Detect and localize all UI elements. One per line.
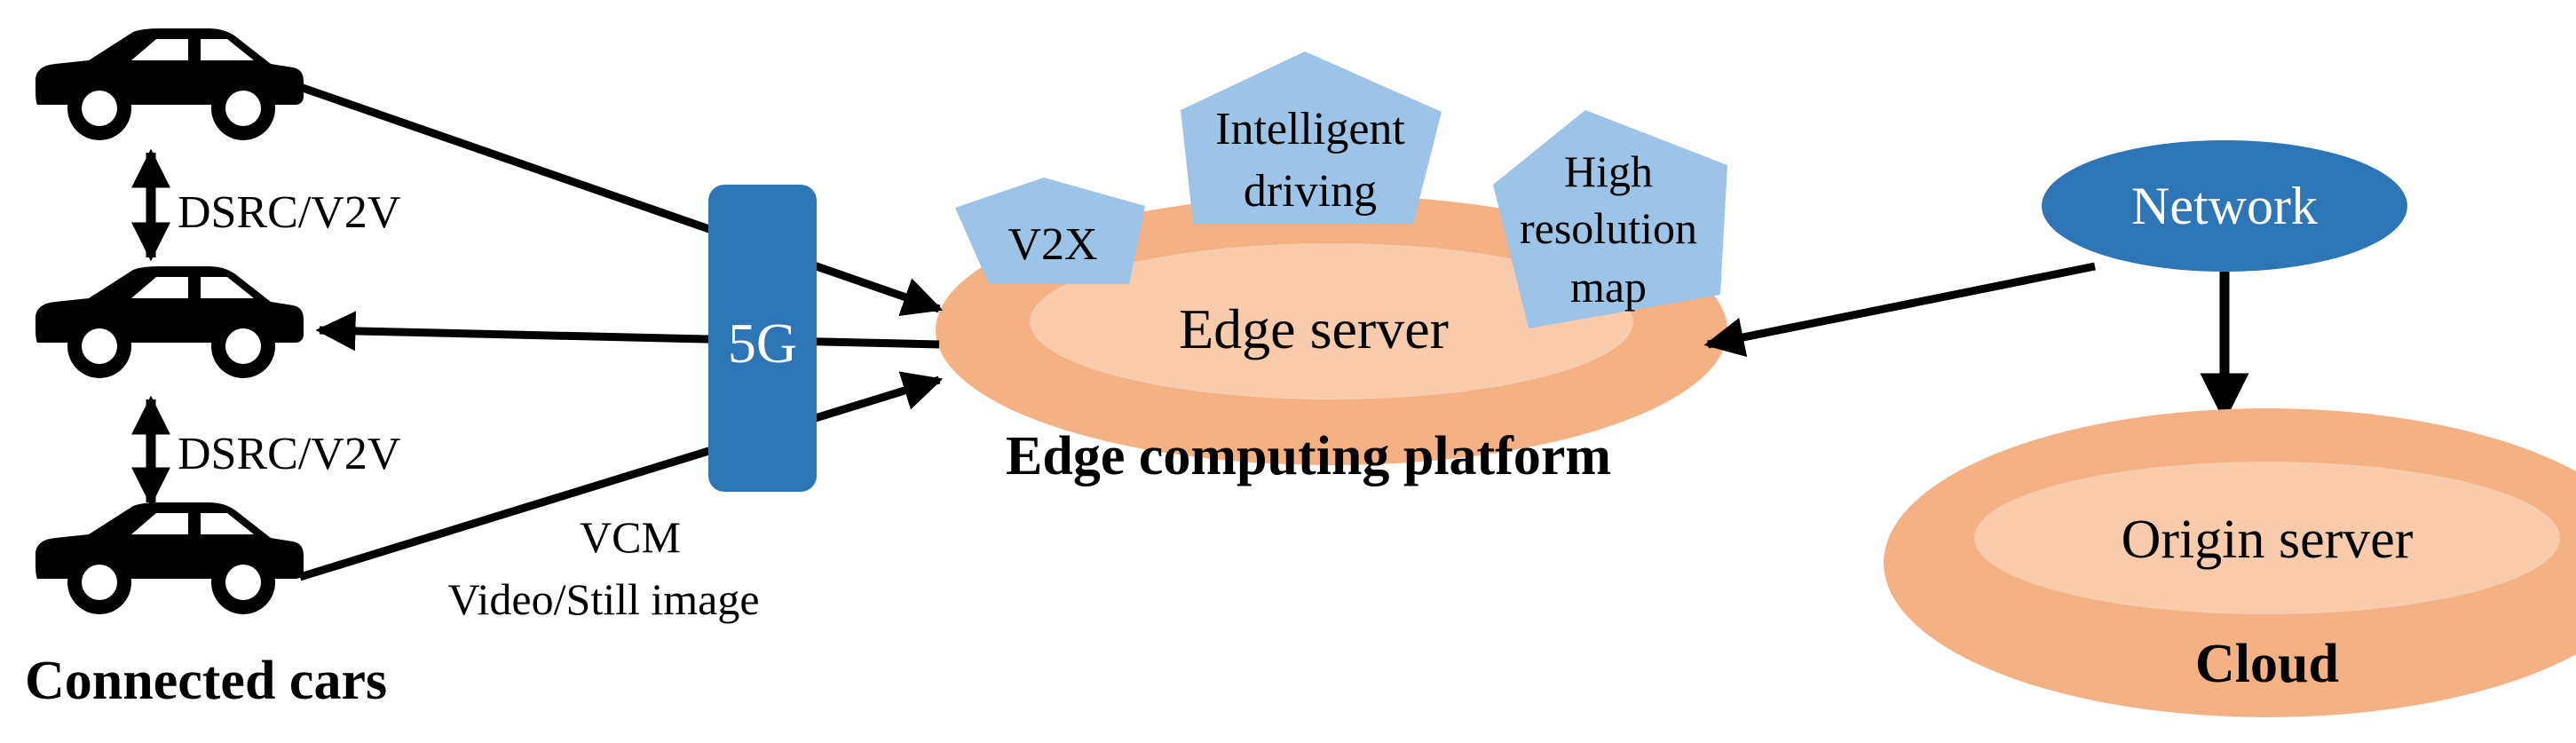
car-icon-middle — [36, 266, 304, 378]
cloud-label: Cloud — [2195, 634, 2339, 694]
high-resolution-map-label-line1: High — [1564, 146, 1653, 196]
edge-server-label: Edge server — [1179, 297, 1449, 360]
uplink-arrow-top-car — [298, 83, 944, 316]
upload-label-vcm: VCM — [580, 512, 681, 562]
high-resolution-map-pentagon — [1493, 110, 1727, 328]
edge-platform-label: Edge computing platform — [1006, 426, 1611, 486]
car-icon-top — [36, 28, 304, 140]
car-icon-bottom — [36, 502, 304, 614]
intelligent-driving-label-line2: driving — [1244, 166, 1377, 217]
network-node — [2042, 140, 2407, 272]
edge-server-ellipse — [1030, 243, 1633, 399]
v2v-label-bottom: DSRC/V2V — [178, 429, 400, 479]
v2x-service-pentagon — [955, 178, 1145, 284]
v2v-label-top: DSRC/V2V — [178, 187, 400, 238]
network-label: Network — [2131, 177, 2318, 235]
high-resolution-map-label-line3: map — [1570, 262, 1647, 312]
5g-block — [708, 185, 817, 492]
v2x-label: V2X — [1007, 219, 1097, 270]
network-to-edge-arrow — [1703, 262, 2096, 358]
high-resolution-map-label-line2: resolution — [1520, 203, 1697, 253]
upload-label-media: Video/Still image — [447, 574, 759, 624]
intelligent-driving-label-line1: Intelligent — [1215, 104, 1405, 154]
downlink-arrow-middle-car — [315, 311, 940, 352]
connected-cars-label: Connected cars — [25, 651, 387, 711]
intelligent-driving-pentagon — [1181, 51, 1442, 224]
origin-server-ellipse — [1974, 462, 2560, 614]
uplink-arrow-bottom-car — [298, 371, 944, 581]
origin-server-label: Origin server — [2122, 510, 2414, 570]
5g-label: 5G — [728, 312, 797, 375]
